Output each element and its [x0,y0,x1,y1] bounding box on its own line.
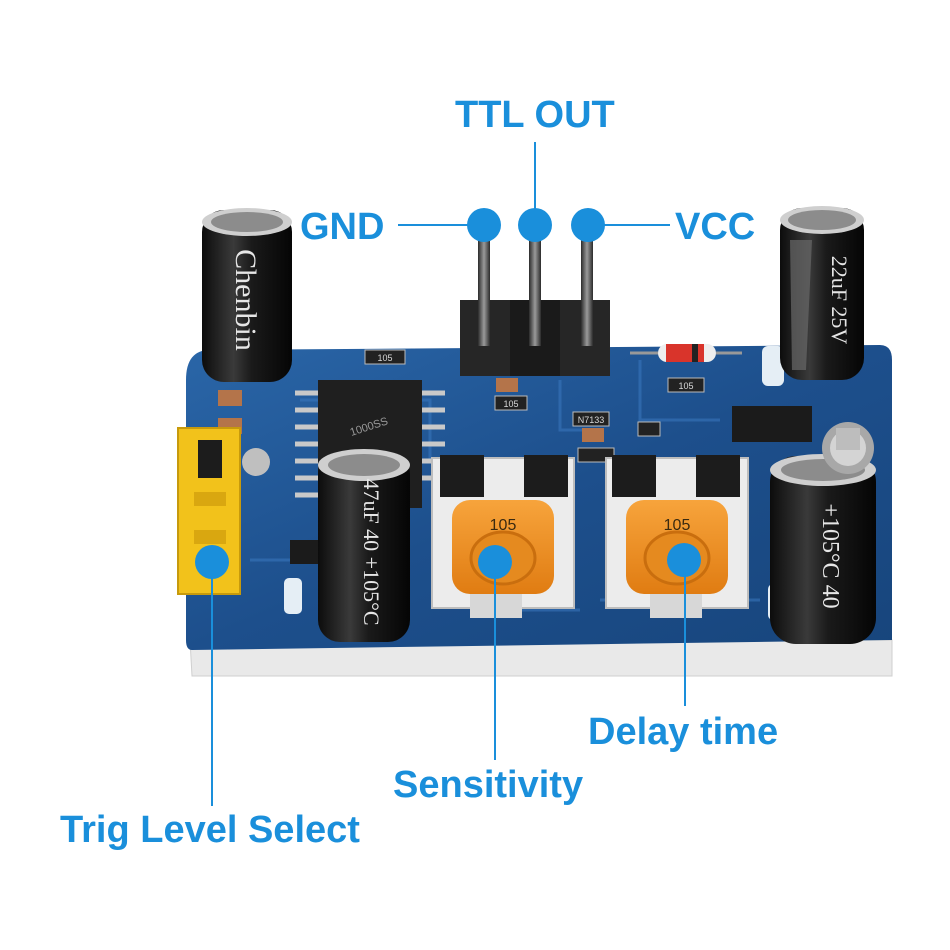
vcc-pin [581,226,593,346]
delay-time-label: Delay time [588,711,779,753]
smd-components [218,349,812,564]
smd-resistor [637,421,661,437]
left-capacitor-print: Chenbin [229,249,262,351]
right-capacitor-print: 22uF 25V [827,256,852,345]
capacitor-middle: 47uF 40 +105°C [318,449,410,642]
sensitivity-potentiometer: 105 [431,455,575,618]
header-pins [460,226,610,376]
capacitor-left: Chenbin [202,208,292,382]
gnd-pin [478,226,490,346]
smd-ic-small [290,540,320,564]
lower-right-capacitor-print: +105°C 40 [817,503,843,608]
white-pad [762,346,784,386]
callout-lines [211,142,686,806]
sensitivity-pot-print: 105 [490,517,517,534]
capacitor-lower-right: +105°C 40 [770,454,876,644]
screw [822,422,874,474]
delay-pot-print: 105 [664,517,691,534]
resistor-print: N7133 [578,415,605,425]
smd-resistor [364,349,406,365]
smd-ic-sot [732,406,812,442]
smd-capacitor [496,378,518,392]
resistor-print: 105 [678,381,693,391]
gnd-label: GND [300,206,385,248]
vcc-dot [571,208,605,242]
out-pin [529,226,541,346]
smd-capacitor [582,428,604,442]
delay-potentiometer: 105 [605,455,749,618]
smd-resistor [667,377,705,393]
smd-capacitor [218,390,242,406]
ttl-out-dot [518,208,552,242]
delay-dot [667,543,701,577]
sensitivity-label: Sensitivity [393,764,584,806]
resistor-print: 105 [503,399,518,409]
smd-resistor [572,411,610,427]
capacitor-right: 22uF 25V [780,206,864,380]
smd-resistor [494,395,528,411]
white-pad [284,578,302,614]
trig-level-select-label: Trig Level Select [60,809,360,851]
callout-dots [195,208,701,579]
diode [630,344,742,362]
trig-dot [195,545,229,579]
middle-capacitor-print: 47uF 40 +105°C [359,478,384,625]
sensitivity-dot [478,545,512,579]
gnd-dot [467,208,501,242]
resistor-print: 105 [377,353,392,363]
vcc-label: VCC [675,206,756,248]
ttl-out-label: TTL OUT [455,94,615,136]
